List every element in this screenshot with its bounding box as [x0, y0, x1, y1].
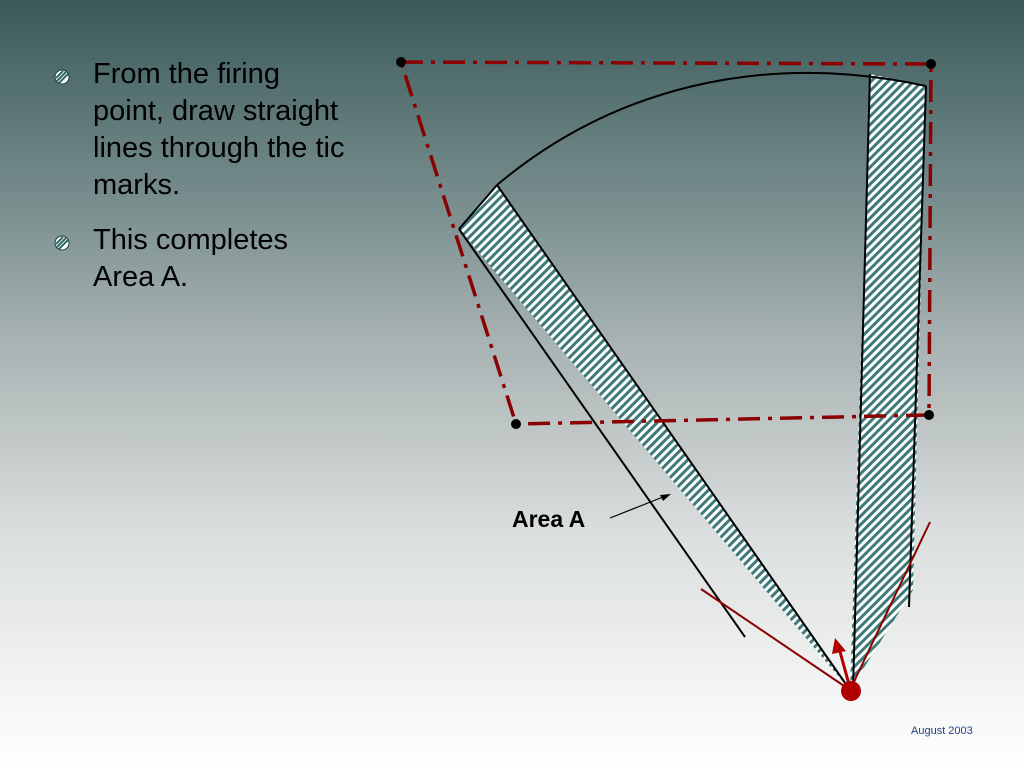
area-a-label: Area A — [512, 506, 586, 532]
bullet-hatch-icon — [54, 235, 70, 251]
bullet-list: From the firing point, draw straight lin… — [50, 56, 350, 314]
firing-point-icon — [841, 681, 861, 701]
left-end-line — [458, 184, 498, 230]
left-hatched-strip — [459, 185, 850, 690]
corner-marker — [511, 419, 521, 429]
direction-arrow-icon — [832, 638, 846, 654]
target-boundary — [399, 60, 933, 426]
bullet-text: From the firing point, draw straight lin… — [93, 58, 345, 201]
footer-date: August 2003 — [911, 725, 973, 737]
area-pointer-line — [609, 496, 664, 519]
area-pointer-arrowhead — [660, 494, 671, 501]
right-tic-line — [849, 521, 931, 691]
direction-arrow-shaft — [837, 647, 852, 689]
corner-marker — [926, 59, 936, 69]
corner-marker — [396, 57, 406, 67]
bullet-hatch-icon — [54, 69, 70, 85]
bullet-item: From the firing point, draw straight lin… — [50, 56, 350, 204]
corner-marker — [924, 410, 934, 420]
right-outer-line — [908, 85, 927, 608]
bullet-text: This completes Area A. — [93, 224, 289, 293]
fan-arc — [496, 71, 927, 186]
right-inner-line — [852, 73, 871, 691]
right-hatched-strip — [850, 74, 926, 690]
bullet-item: This completes Area A. — [50, 222, 350, 296]
left-tic-line — [700, 588, 851, 691]
left-inner-line — [496, 184, 851, 691]
left-outer-line — [458, 228, 746, 638]
